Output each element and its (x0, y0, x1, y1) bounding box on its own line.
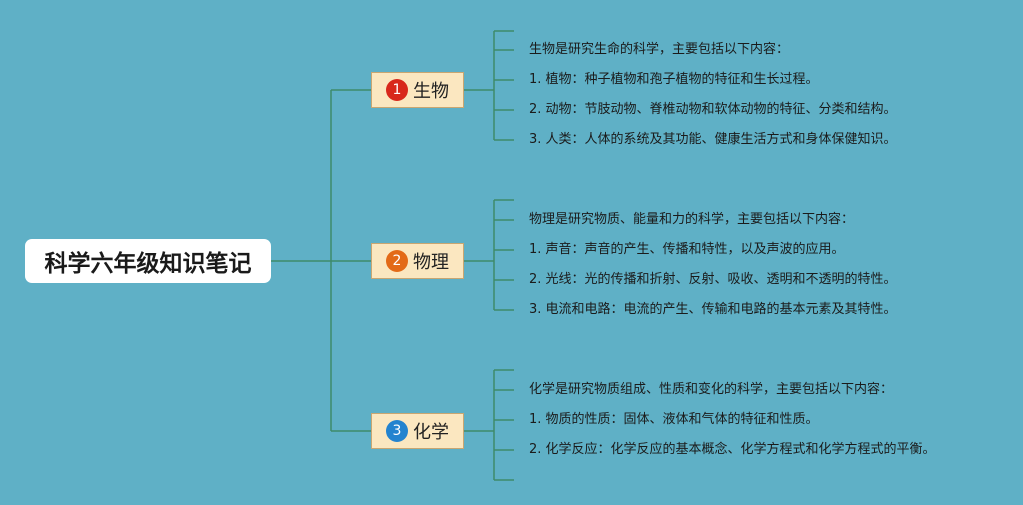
number-badge-icon: 3 (386, 420, 408, 442)
leaf-item: 2. 化学反应：化学反应的基本概念、化学方程式和化学方程式的平衡。 (529, 442, 936, 457)
branch-label: 化学 (413, 422, 449, 443)
leaf-item: 2. 光线：光的传播和折射、反射、吸收、透明和不透明的特性。 (529, 272, 897, 287)
leaf-item: 物理是研究物质、能量和力的科学，主要包括以下内容： (529, 212, 855, 227)
leaf-item: 生物是研究生命的科学，主要包括以下内容： (529, 42, 790, 57)
number-badge-icon: 1 (386, 79, 408, 101)
branch-node-physics[interactable]: 2 物理 (371, 243, 464, 279)
leaf-item: 3. 电流和电路：电流的产生、传输和电路的基本元素及其特性。 (529, 302, 897, 317)
branch-node-chemistry[interactable]: 3 化学 (371, 413, 464, 449)
branch-node-biology[interactable]: 1 生物 (371, 72, 464, 108)
leaf-item: 1. 植物：种子植物和孢子植物的特征和生长过程。 (529, 72, 819, 87)
root-title: 科学六年级知识笔记 (44, 251, 252, 277)
leaf-item: 化学是研究物质组成、性质和变化的科学，主要包括以下内容： (529, 382, 894, 397)
branch-label: 生物 (413, 81, 449, 102)
leaf-item: 3. 人类：人体的系统及其功能、健康生活方式和身体保健知识。 (529, 132, 897, 147)
leaf-item: 1. 物质的性质：固体、液体和气体的特征和性质。 (529, 412, 819, 427)
root-node[interactable]: 科学六年级知识笔记 (25, 239, 271, 283)
leaf-item: 1. 声音：声音的产生、传播和特性，以及声波的应用。 (529, 242, 845, 257)
leaf-item: 2. 动物：节肢动物、脊椎动物和软体动物的特征、分类和结构。 (529, 102, 897, 117)
branch-label: 物理 (413, 252, 449, 273)
number-badge-icon: 2 (386, 250, 408, 272)
